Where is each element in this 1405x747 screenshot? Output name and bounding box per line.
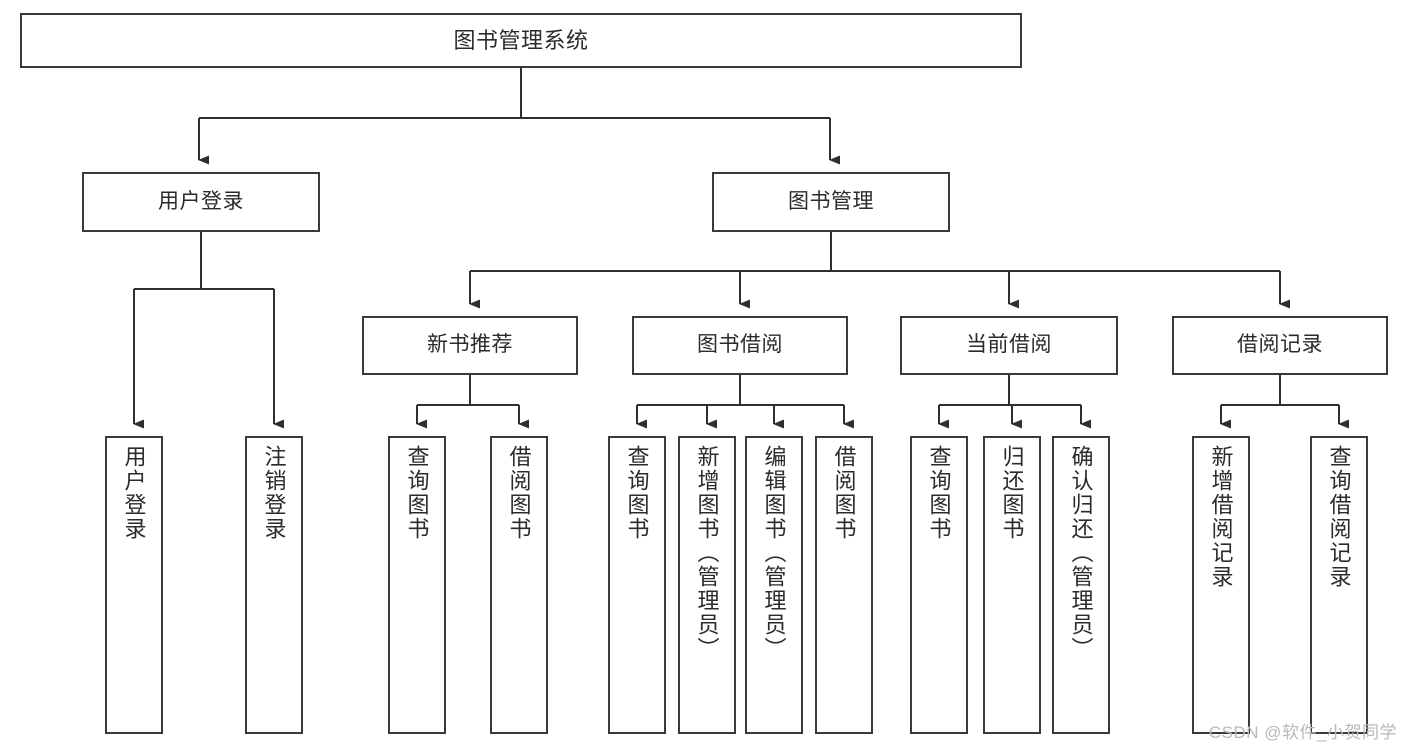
node-leaf-query-book-2-label: 查询图书 xyxy=(624,445,650,541)
node-leaf-borrow-book-1[interactable]: 借阅图书 xyxy=(490,436,548,734)
node-user-login[interactable]: 用户登录 xyxy=(82,172,320,232)
node-leaf-query-record-label: 查询借阅记录 xyxy=(1326,445,1352,589)
node-leaf-logout-label: 注销登录 xyxy=(261,445,287,541)
node-book-manage-label: 图书管理 xyxy=(788,189,874,213)
node-leaf-return-book[interactable]: 归还图书 xyxy=(983,436,1041,734)
node-current-borrow[interactable]: 当前借阅 xyxy=(900,316,1118,375)
node-borrow-record[interactable]: 借阅记录 xyxy=(1172,316,1388,375)
node-leaf-add-record-label: 新增借阅记录 xyxy=(1208,445,1234,589)
node-leaf-user-login[interactable]: 用户登录 xyxy=(105,436,163,734)
node-root[interactable]: 图书管理系统 xyxy=(20,13,1022,68)
node-leaf-borrow-book-2-label: 借阅图书 xyxy=(831,445,857,541)
node-current-borrow-label: 当前借阅 xyxy=(966,333,1052,357)
node-leaf-borrow-book-1-label: 借阅图书 xyxy=(506,445,532,541)
csdn-watermark: CSDN @软件_小贺同学 xyxy=(1208,723,1397,742)
node-leaf-edit-book[interactable]: 编辑图书（管理员） xyxy=(745,436,803,734)
node-user-login-label: 用户登录 xyxy=(158,189,244,213)
node-book-borrow-label: 图书借阅 xyxy=(697,333,783,357)
node-leaf-query-book-3-label: 查询图书 xyxy=(926,445,952,541)
node-book-borrow[interactable]: 图书借阅 xyxy=(632,316,848,375)
node-root-label: 图书管理系统 xyxy=(453,27,589,53)
node-leaf-user-login-label: 用户登录 xyxy=(121,445,147,541)
node-leaf-query-book-1-label: 查询图书 xyxy=(404,445,430,541)
node-leaf-edit-book-label: 编辑图书（管理员） xyxy=(761,445,787,661)
node-leaf-query-book-2[interactable]: 查询图书 xyxy=(608,436,666,734)
node-leaf-borrow-book-2[interactable]: 借阅图书 xyxy=(815,436,873,734)
node-leaf-return-book-label: 归还图书 xyxy=(999,445,1025,541)
node-leaf-add-book[interactable]: 新增图书（管理员） xyxy=(678,436,736,734)
node-leaf-query-book-3[interactable]: 查询图书 xyxy=(910,436,968,734)
node-leaf-add-record[interactable]: 新增借阅记录 xyxy=(1192,436,1250,734)
node-leaf-query-record[interactable]: 查询借阅记录 xyxy=(1310,436,1368,734)
node-new-book-rec-label: 新书推荐 xyxy=(427,333,513,357)
node-borrow-record-label: 借阅记录 xyxy=(1237,333,1323,357)
node-book-manage[interactable]: 图书管理 xyxy=(712,172,950,232)
node-leaf-confirm-return[interactable]: 确认归还（管理员） xyxy=(1052,436,1110,734)
node-leaf-logout[interactable]: 注销登录 xyxy=(245,436,303,734)
node-leaf-query-book-1[interactable]: 查询图书 xyxy=(388,436,446,734)
node-leaf-add-book-label: 新增图书（管理员） xyxy=(694,445,720,661)
node-new-book-rec[interactable]: 新书推荐 xyxy=(362,316,578,375)
node-leaf-confirm-return-label: 确认归还（管理员） xyxy=(1068,445,1094,661)
